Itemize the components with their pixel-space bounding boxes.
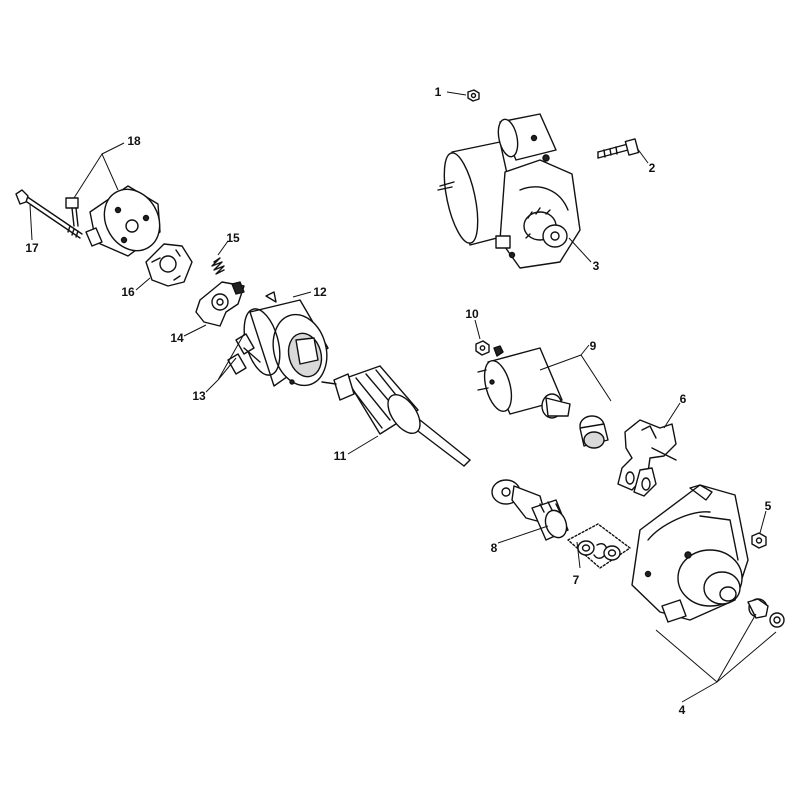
callout-15: 15 (226, 231, 240, 245)
callout-18: 18 (127, 134, 141, 148)
callout-8: 8 (491, 541, 498, 555)
callout-16: 16 (121, 285, 135, 299)
part-nut-5 (751, 532, 767, 549)
callout-9: 9 (590, 339, 597, 353)
part-brush-holder-6 (617, 419, 677, 497)
part-nut-10 (475, 340, 504, 357)
part-starter-assembly-3 (437, 113, 581, 269)
part-pinion-clutch-8 (491, 479, 569, 541)
callout-2: 2 (649, 161, 656, 175)
part-brush-plate-14 (195, 281, 245, 327)
leader-lines (29, 91, 777, 703)
part-washers-7 (567, 523, 631, 569)
callout-7: 7 (573, 573, 580, 587)
callout-labels: 1 2 3 4 5 6 7 8 9 10 11 12 13 14 15 16 1… (25, 85, 771, 717)
part-nut-1 (467, 89, 480, 102)
part-plate-16 (145, 243, 193, 287)
callout-10: 10 (465, 307, 479, 321)
callout-3: 3 (593, 259, 600, 273)
part-spring-15 (211, 257, 225, 275)
callout-13: 13 (192, 389, 206, 403)
part-drive-housing-4 (631, 484, 785, 628)
callout-5: 5 (765, 499, 772, 513)
part-through-bolt-17 (15, 189, 83, 239)
callout-6: 6 (680, 392, 687, 406)
part-brushes-13 (227, 333, 261, 375)
callout-12: 12 (313, 285, 327, 299)
callout-1: 1 (435, 85, 442, 99)
callout-17: 17 (25, 241, 39, 255)
part-solenoid-9 (477, 347, 609, 449)
callout-14: 14 (170, 331, 184, 345)
callout-11: 11 (334, 449, 347, 463)
callout-4: 4 (679, 703, 686, 717)
part-end-frame-18 (65, 185, 161, 257)
part-bolt-2 (597, 138, 640, 159)
part-armature-11 (321, 365, 471, 467)
part-field-frame-12 (243, 291, 329, 387)
